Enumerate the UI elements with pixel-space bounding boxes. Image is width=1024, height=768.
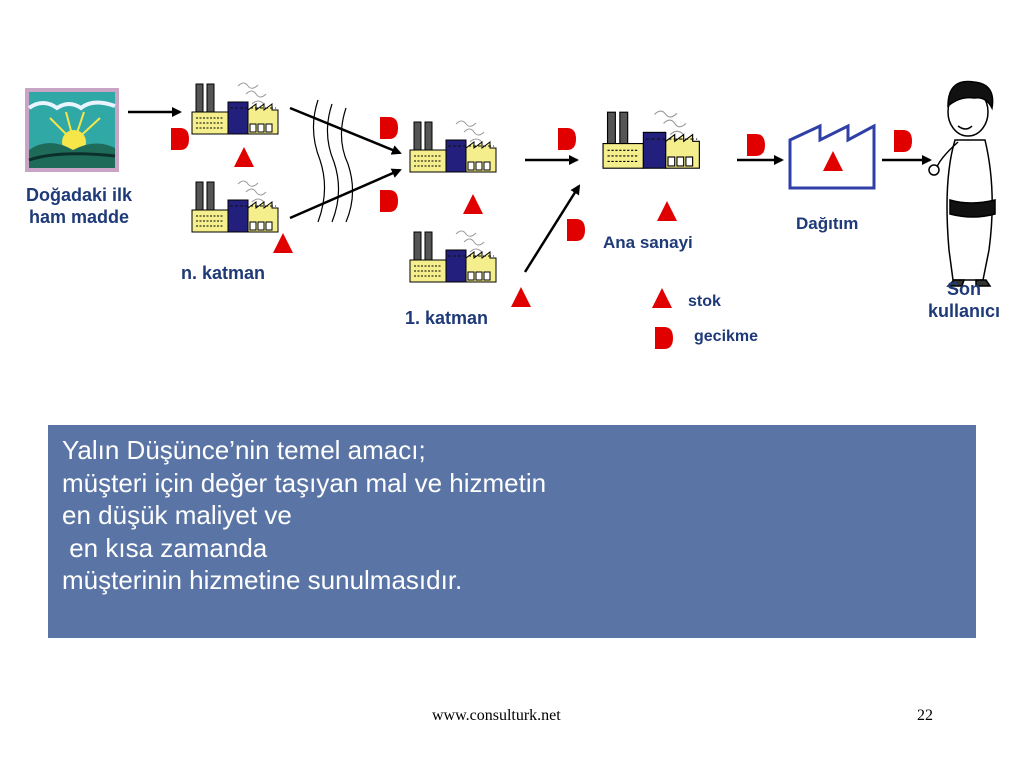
delay-d-icon xyxy=(747,134,765,156)
statement-line: Yalın Düşünce’nin temel amacı; xyxy=(62,435,426,465)
delay-d-icon xyxy=(171,128,189,150)
stock-triangle-icon xyxy=(511,287,531,307)
stock-triangle-icon xyxy=(234,147,254,167)
person-icon xyxy=(928,80,996,287)
factory-icon-n-tier-top xyxy=(191,82,279,135)
raw-material-label: Doğadaki ilk ham madde xyxy=(25,185,133,227)
page-number: 22 xyxy=(917,707,933,724)
end-user-label: Son kullanıcı xyxy=(927,279,1001,321)
factory-icon-main-industry xyxy=(602,110,700,169)
legend-delay-d-icon xyxy=(655,327,673,349)
delay-d-icon xyxy=(894,130,912,152)
statement-line: müşteri için değer taşıyan mal ve hizmet… xyxy=(62,467,547,498)
first-tier-label: 1. katman xyxy=(405,308,489,328)
delay-d-icon xyxy=(567,219,585,241)
distribution-label: Dağıtım xyxy=(796,214,859,233)
flow-arrows xyxy=(128,106,932,273)
footer-url: www.consulturk.net xyxy=(432,707,561,724)
legend-stock-label: stok xyxy=(688,293,721,310)
delay-d-icon xyxy=(380,190,398,212)
main-industry-label: Ana sanayi xyxy=(603,233,693,252)
landscape-icon xyxy=(25,88,119,172)
factory-icon-n-tier-bottom xyxy=(191,180,279,233)
stock-triangle-icon xyxy=(273,233,293,253)
supply-chain-diagram xyxy=(25,80,996,349)
delay-d-icon xyxy=(380,117,398,139)
lean-thinking-statement-box: Yalın Düşünce’nin temel amacı; müşteri i… xyxy=(48,425,976,638)
n-tier-label: n. katman xyxy=(181,263,266,283)
legend-delay-label: gecikme xyxy=(694,328,759,345)
factory-icon-first-tier-top xyxy=(409,120,497,173)
statement-line: müşterinin hizmetine sunulmasıdır. xyxy=(62,565,463,595)
statement-line: en düşük maliyet ve xyxy=(62,500,292,530)
delay-d-icon xyxy=(558,128,576,150)
factory-icon-first-tier-bottom xyxy=(409,230,497,283)
stock-triangle-icon xyxy=(463,194,483,214)
statement-line: en kısa zamanda xyxy=(62,532,268,563)
chain-break-lines xyxy=(312,99,354,223)
stock-triangle-icon xyxy=(657,201,677,221)
legend-stock-triangle-icon xyxy=(652,288,672,308)
